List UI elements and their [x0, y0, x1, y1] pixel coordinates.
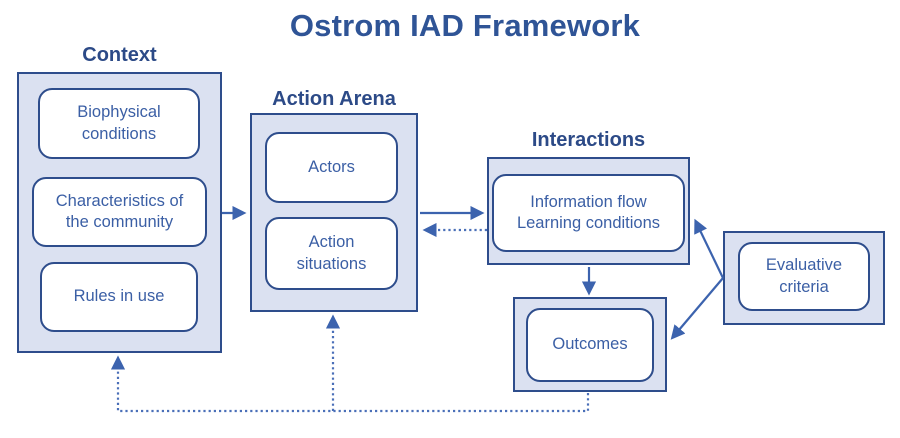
action-situations-box: Action situations — [265, 217, 398, 290]
page-title: Ostrom IAD Framework — [289, 8, 641, 43]
actors-box: Actors — [265, 132, 398, 203]
interactions-header: Interactions — [531, 129, 646, 151]
biophysical-conditions-box: Biophysical conditions — [38, 88, 200, 159]
outcomes-box: Outcomes — [526, 308, 654, 382]
information-flow-box: Information flow Learning conditions — [492, 174, 685, 252]
evaluative-criteria-box: Evaluative criteria — [738, 242, 870, 311]
rules-in-use-box: Rules in use — [40, 262, 198, 332]
action-arena-header: Action Arena — [272, 88, 396, 110]
arrow-evaluative-to-interactions-icon — [694, 218, 724, 279]
characteristics-community-box: Characteristics of the community — [32, 177, 207, 247]
context-header: Context — [82, 44, 157, 66]
arrow-evaluative-to-outcomes-icon — [670, 277, 724, 340]
